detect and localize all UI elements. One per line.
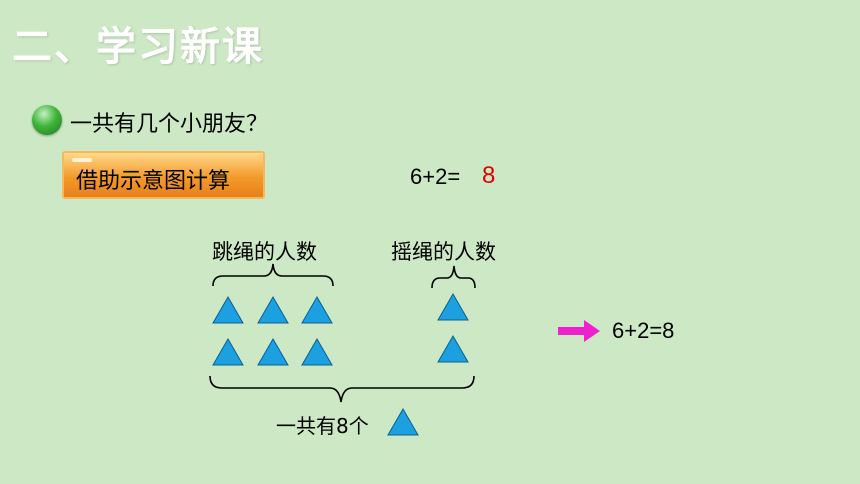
swing-brace-icon	[431, 265, 476, 289]
swing-rope-label: 摇绳的人数	[391, 240, 496, 264]
triangle-icon	[301, 337, 333, 366]
triangle-icon	[212, 295, 244, 324]
answer-text: 8	[482, 162, 496, 189]
triangle-icon	[301, 295, 333, 324]
triangle-icon	[387, 407, 419, 436]
jump-brace-icon	[212, 263, 334, 287]
jump-rope-label: 跳绳的人数	[212, 240, 317, 264]
triangle-icon	[212, 337, 244, 366]
method-label-box: 借助示意图计算	[62, 151, 265, 199]
green-bullet-icon	[32, 105, 62, 135]
arrow-right-icon	[558, 320, 600, 342]
total-label: 一共有8个	[276, 414, 369, 438]
equation-text: 6+2=	[410, 164, 461, 189]
triangle-icon	[437, 292, 469, 321]
triangle-icon	[257, 295, 289, 324]
result-equation: 6+2=8	[612, 318, 675, 343]
page-title: 二、学习新课	[12, 24, 264, 70]
triangle-icon	[257, 337, 289, 366]
method-label: 借助示意图计算	[76, 169, 231, 194]
triangle-icon	[437, 334, 469, 363]
shine-decoration	[72, 158, 92, 162]
total-brace-icon	[209, 375, 475, 403]
question-text: 一共有几个小朋友？	[70, 112, 269, 137]
